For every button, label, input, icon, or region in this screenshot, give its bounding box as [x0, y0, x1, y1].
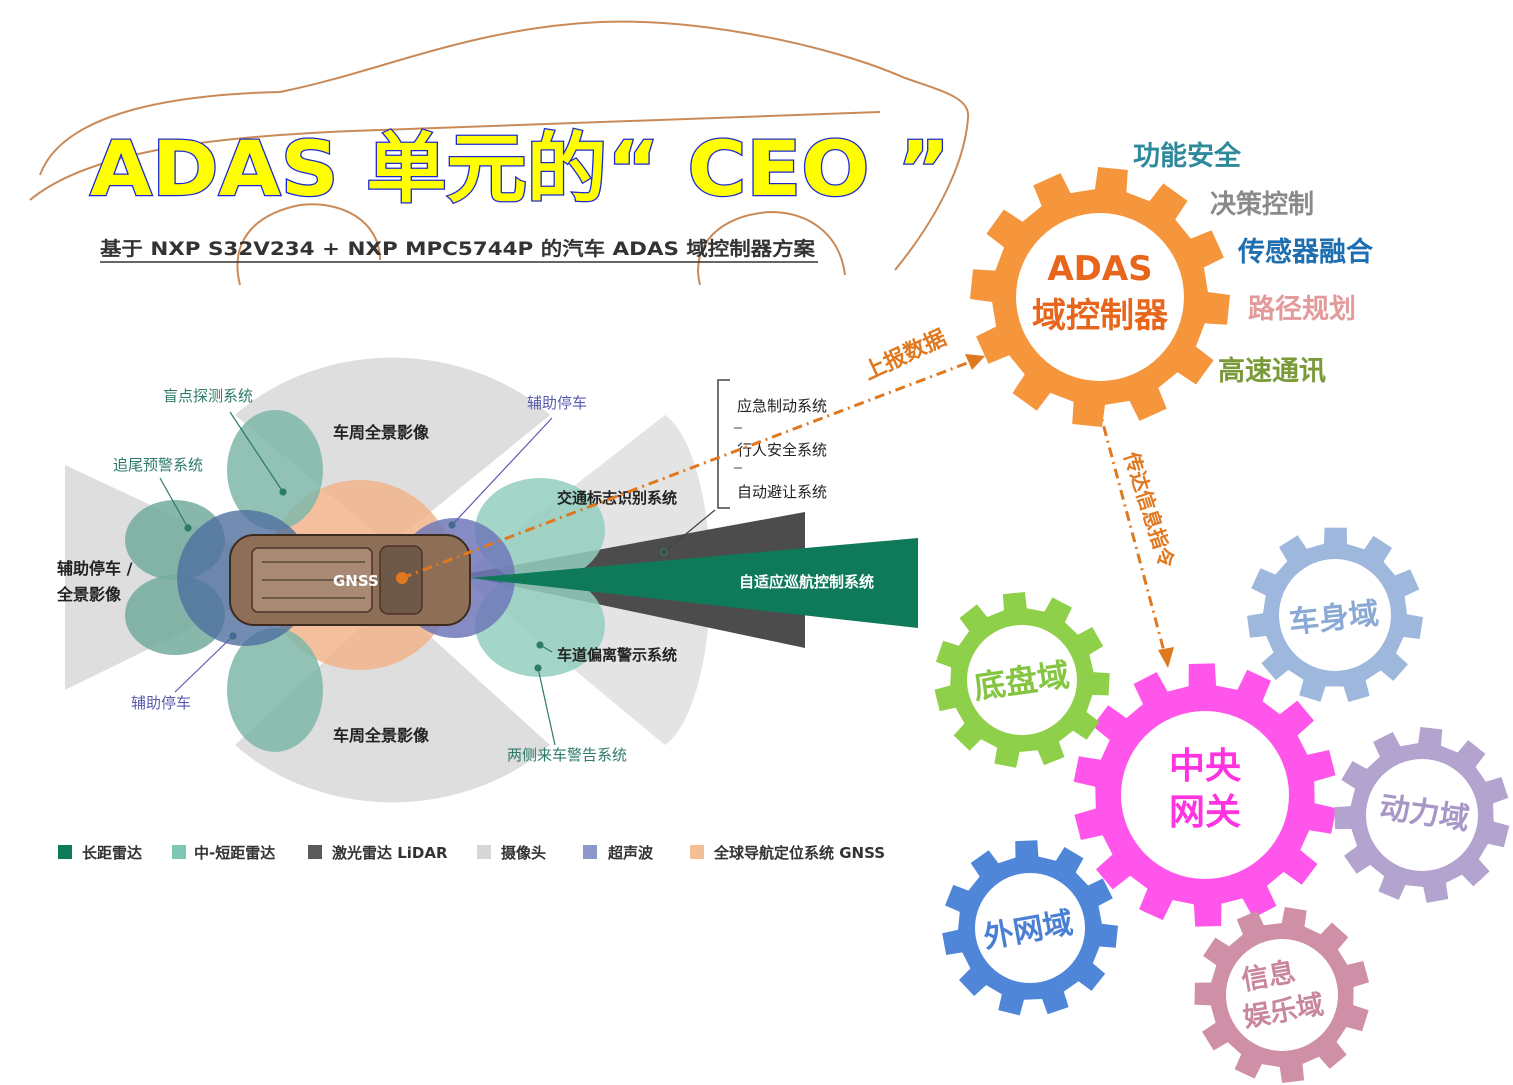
legend-swatch-1 — [172, 845, 186, 859]
report-arrow — [401, 358, 976, 580]
adas-function-3: 路径规划 — [1248, 293, 1356, 325]
adas-function-4: 高速通讯 — [1218, 355, 1326, 387]
legend-swatch-4 — [583, 845, 597, 859]
adas-gear-subtitle: 域控制器 — [1032, 296, 1169, 336]
label-rear-surround: 全景影像 — [56, 585, 122, 604]
label-cross-traffic: 两侧来车警告系统 — [507, 746, 627, 764]
legend-label-2: 激光雷达 LiDAR — [332, 844, 448, 862]
camera-zone-top — [235, 357, 550, 545]
camera-zone-bottom — [235, 600, 550, 803]
legend-swatch-0 — [58, 845, 72, 859]
adas-function-0: 功能安全 — [1133, 140, 1242, 172]
long-range-radar-zone — [470, 538, 918, 628]
sensor-legend: 长距雷达 中-短距雷达 激光雷达 LiDAR 摄像头 超声波 全球导航定位系统 … — [58, 844, 885, 862]
gateway-label-line2: 网关 — [1169, 792, 1241, 833]
legend-label-1: 中-短距雷达 — [194, 844, 275, 862]
gateway-gear-hub — [1121, 711, 1289, 879]
legend-label-3: 摄像头 — [501, 844, 546, 862]
label-park-rear: 辅助停车 — [131, 694, 191, 712]
leader-lines — [159, 411, 716, 746]
label-park-front: 辅助停车 — [527, 394, 587, 412]
legend-swatch-3 — [477, 845, 491, 859]
label-rear-warning: 追尾预警系统 — [113, 456, 203, 474]
label-traffic-sign: 交通标志识别系统 — [557, 489, 677, 507]
legend-swatch-2 — [308, 845, 322, 859]
gateway-label-line1: 中央 — [1169, 746, 1242, 787]
radar-zone-top-left — [227, 410, 323, 530]
label-acc: 自适应巡航控制系统 — [739, 573, 874, 591]
info-gear-hub — [1226, 939, 1338, 1051]
adas-function-1: 决策控制 — [1210, 189, 1314, 220]
report-label: 上报数据 — [860, 325, 951, 386]
legend-label-5: 全球导航定位系统 GNSS — [713, 844, 885, 862]
page-title: ADAS 单元的“ CEO ” — [90, 124, 950, 213]
system-item-0: 应急制动系统 — [737, 397, 827, 415]
legend-label-0: 长距雷达 — [82, 844, 142, 862]
body-gear-hub — [1279, 559, 1391, 671]
page-subtitle: 基于 NXP S32V234 + NXP MPC5744P 的汽车 ADAS 域… — [99, 237, 816, 260]
label-surround-top: 车周全景影像 — [333, 423, 430, 442]
gnss-label: GNSS — [333, 572, 379, 590]
adas-gear-hub — [1016, 213, 1184, 381]
system-item-1: 行人安全系统 — [737, 441, 827, 459]
car-sketch-outline — [29, 20, 970, 286]
adas-gear-title: ADAS — [1047, 249, 1152, 289]
legend-swatch-5 — [690, 845, 704, 859]
report-arrowhead — [965, 354, 985, 370]
label-rear-parking: 辅助停车 / — [57, 559, 133, 578]
external-gear-hub — [975, 873, 1085, 983]
radar-zone-bottom-left — [227, 628, 323, 752]
label-blind-spot: 盲点探测系统 — [163, 387, 253, 405]
adas-function-2: 传感器融合 — [1237, 236, 1373, 268]
gear-group — [934, 167, 1510, 1083]
power-gear-hub — [1366, 759, 1478, 871]
command-arrowhead — [1158, 647, 1174, 668]
label-surround-bottom: 车周全景影像 — [333, 726, 430, 745]
system-item-2: 自动避让系统 — [737, 483, 827, 501]
chassis-gear-hub — [967, 625, 1077, 735]
legend-label-4: 超声波 — [607, 844, 654, 862]
label-lane-departure: 车道偏离警示系统 — [557, 646, 677, 664]
sensor-coverage-map: GNSS 盲点探测系统 追尾预警系统 辅助停车 / 全景影像 车周全景影像 车周… — [56, 357, 918, 803]
command-label: 传达信息指令 — [1119, 448, 1180, 571]
systems-bracket — [717, 379, 730, 509]
